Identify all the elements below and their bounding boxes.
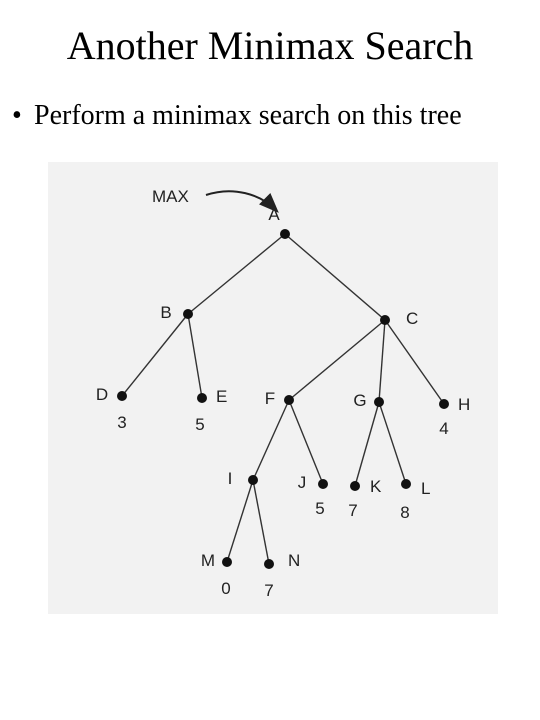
tree-node-h bbox=[439, 399, 449, 409]
tree-node-j bbox=[318, 479, 328, 489]
tree-leaf-value-k: 7 bbox=[348, 501, 357, 520]
tree-node-label-g: G bbox=[353, 391, 366, 410]
tree-edge-a-b bbox=[187, 233, 286, 315]
tree-edge-c-g bbox=[378, 319, 386, 403]
tree-leaf-value-m: 0 bbox=[221, 579, 230, 598]
tree-leaf-value-n: 7 bbox=[264, 581, 273, 600]
tree-node-i bbox=[248, 475, 258, 485]
tree-node-label-b: B bbox=[160, 303, 171, 322]
tree-edge-a-c bbox=[284, 233, 386, 321]
tree-node-label-d: D bbox=[96, 385, 108, 404]
bullet-symbol: • bbox=[12, 100, 22, 131]
tree-edge-c-f bbox=[288, 319, 386, 401]
tree-node-n bbox=[264, 559, 274, 569]
tree-leaf-value-d: 3 bbox=[117, 413, 126, 432]
tree-node-c bbox=[380, 315, 390, 325]
max-arrow bbox=[205, 190, 279, 213]
tree-edge-c-h bbox=[384, 319, 445, 405]
tree-edge-b-d bbox=[121, 313, 189, 397]
tree-node-label-l: L bbox=[421, 479, 430, 498]
tree-leaf-value-e: 5 bbox=[195, 415, 204, 434]
tree-node-label-e: E bbox=[216, 387, 227, 406]
tree-node-label-i: I bbox=[228, 469, 233, 488]
tree-edge-b-e bbox=[187, 313, 203, 399]
tree-leaf-value-h: 4 bbox=[439, 419, 448, 438]
tree-node-b bbox=[183, 309, 193, 319]
tree-edge-i-n bbox=[252, 479, 270, 565]
tree-node-label-f: F bbox=[265, 389, 275, 408]
tree-leaf-value-j: 5 bbox=[315, 499, 324, 518]
tree-node-label-h: H bbox=[458, 395, 470, 414]
tree-edge-g-l bbox=[378, 401, 407, 485]
slide-title: Another Minimax Search bbox=[66, 23, 474, 68]
tree-node-m bbox=[222, 557, 232, 567]
tree-node-d bbox=[117, 391, 127, 401]
tree-node-a bbox=[280, 229, 290, 239]
tree-leaf-value-l: 8 bbox=[400, 503, 409, 522]
tree-node-e bbox=[197, 393, 207, 403]
tree-edge-i-m bbox=[226, 479, 254, 563]
tree-node-label-c: C bbox=[406, 309, 418, 328]
tree-node-label-j: J bbox=[298, 473, 307, 492]
tree-edge-f-j bbox=[288, 399, 324, 485]
tree-node-k bbox=[350, 481, 360, 491]
tree-node-label-n: N bbox=[288, 551, 300, 570]
tree-node-g bbox=[374, 397, 384, 407]
tree-edge-f-i bbox=[252, 399, 290, 481]
tree-node-l bbox=[401, 479, 411, 489]
tree-edge-g-k bbox=[354, 401, 380, 487]
bullet-text: Perform a minimax search on this tree bbox=[34, 100, 462, 131]
max-annotation: MAX bbox=[152, 187, 189, 206]
bullet-item: • Perform a minimax search on this tree bbox=[12, 96, 532, 136]
tree-node-f bbox=[284, 395, 294, 405]
tree-node-label-m: M bbox=[201, 551, 215, 570]
tree-node-label-k: K bbox=[370, 477, 382, 496]
